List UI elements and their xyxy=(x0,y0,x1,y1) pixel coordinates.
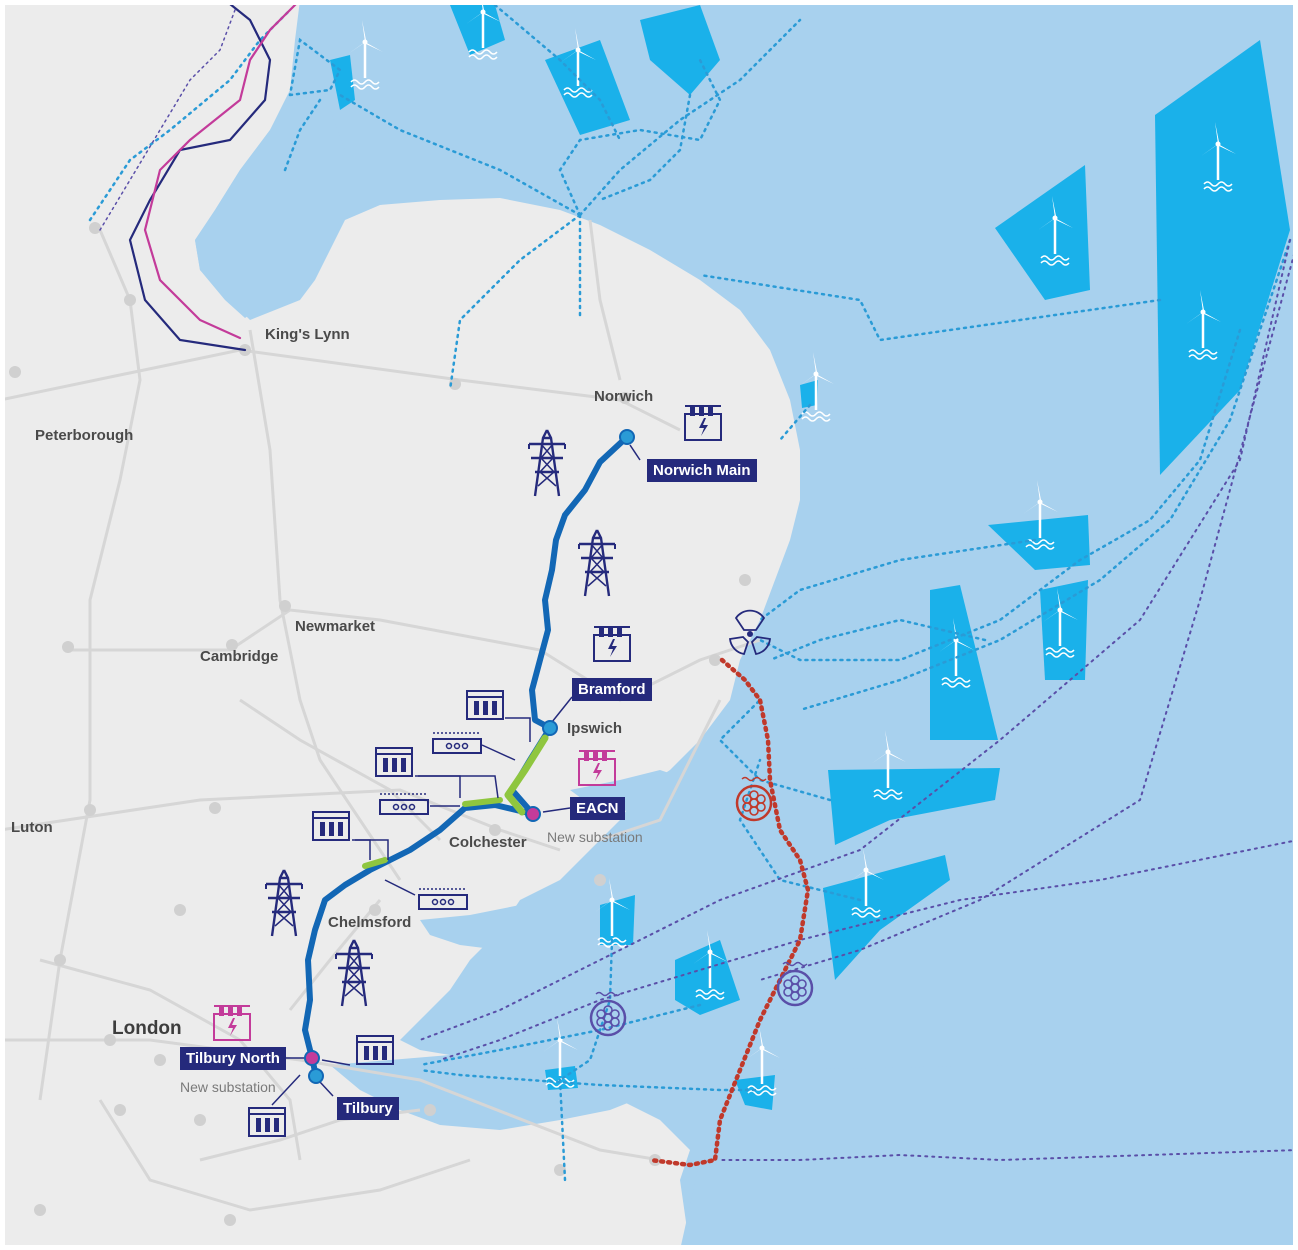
coast-sea-east xyxy=(680,1060,1298,1250)
offshore-cable-routes xyxy=(88,3,1292,1182)
main-route xyxy=(302,434,630,1079)
sealink-route xyxy=(647,657,811,1168)
wash xyxy=(195,80,345,318)
label-newmarket: Newmarket xyxy=(295,618,376,635)
thames-estuary xyxy=(330,1040,690,1130)
town-dots xyxy=(9,222,751,1226)
label-luton: Luton xyxy=(11,819,53,836)
norwich-main-node[interactable] xyxy=(619,429,635,445)
note-eacn-new-substation: New substation xyxy=(547,829,643,845)
nuclear-icon xyxy=(729,609,771,656)
tag-bramford[interactable]: Bramford xyxy=(572,678,652,701)
label-peterborough: Peterborough xyxy=(35,427,134,444)
tilbury-north-node[interactable] xyxy=(304,1050,320,1066)
onshore-lines xyxy=(99,0,302,352)
label-cambridge: Cambridge xyxy=(200,648,279,665)
bramford-node[interactable] xyxy=(542,720,558,736)
tag-tilbury[interactable]: Tilbury xyxy=(337,1097,399,1120)
label-london: London xyxy=(112,1018,182,1039)
label-norwich: Norwich xyxy=(594,388,654,405)
roads xyxy=(0,219,761,1212)
interconnector-routes xyxy=(419,239,1298,1162)
note-tilbury-north-new-substation: New substation xyxy=(180,1079,276,1095)
tilbury-node[interactable] xyxy=(308,1068,324,1084)
connector-arrows xyxy=(271,444,641,1106)
tag-eacn[interactable]: EACN xyxy=(570,797,625,820)
tag-norwich-main[interactable]: Norwich Main xyxy=(647,459,757,482)
blackwater-estuary xyxy=(420,880,610,950)
label-kings-lynn: King's Lynn xyxy=(265,326,350,343)
label-chelmsford: Chelmsford xyxy=(328,914,412,931)
eacn-node[interactable] xyxy=(525,806,541,822)
tag-tilbury-north[interactable]: Tilbury North xyxy=(180,1047,286,1070)
label-ipswich: Ipswich xyxy=(567,720,623,737)
label-colchester: Colchester xyxy=(449,834,527,851)
